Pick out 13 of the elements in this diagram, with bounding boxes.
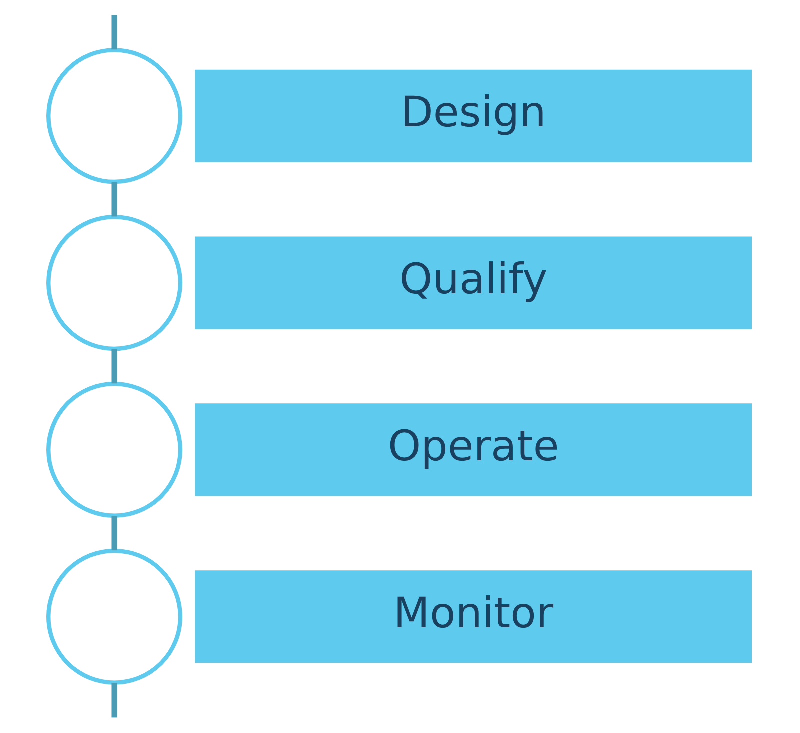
node-circle [46,215,183,352]
node-circle [46,48,183,184]
connector [112,15,118,50]
node-circle [46,382,183,518]
connector [112,516,118,551]
connector [112,182,118,217]
connector [112,683,118,718]
node-box: Design [195,70,752,162]
connector [112,349,118,384]
node-box: Monitor [195,570,752,664]
node-box: Operate [195,404,752,496]
node-box: Qualify [195,236,752,330]
node-circle [46,548,183,685]
